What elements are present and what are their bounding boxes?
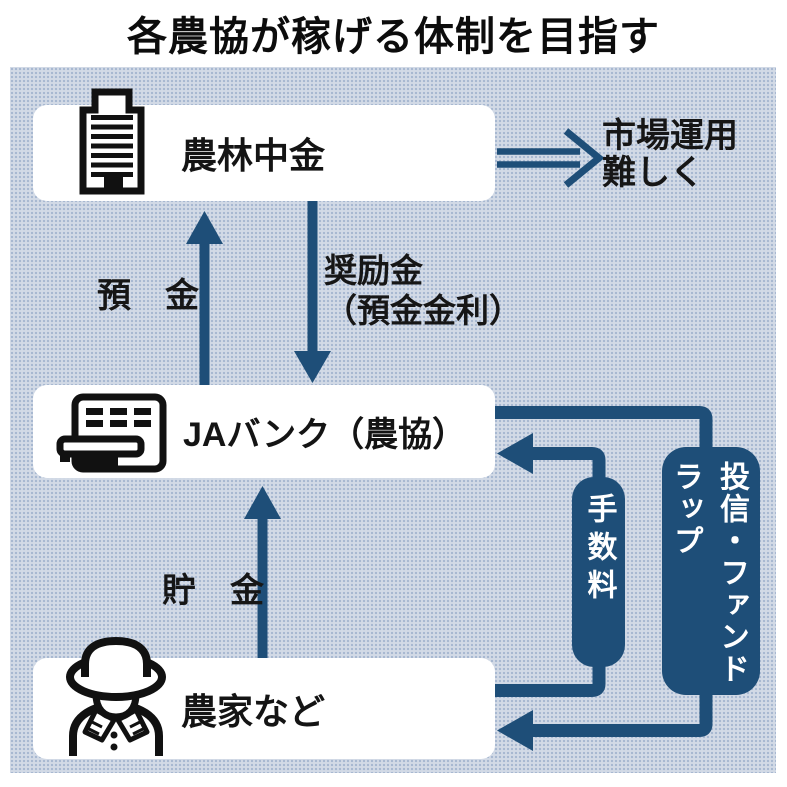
page-title: 各農協が稼げる体制を目指す (127, 15, 660, 59)
farmer-icon (66, 636, 166, 756)
deposit-label: 預 金 (97, 277, 199, 315)
deposit-arrow (186, 211, 223, 388)
fee-pill-label: 手数料 (582, 493, 616, 607)
fee-pill: 手数料 (572, 477, 625, 667)
norinchukin-label: 農林中金 (181, 135, 326, 176)
fund-wrap-pill: 投信・ファンド ラップ (662, 447, 760, 695)
incentive-arrow (294, 199, 331, 383)
market-note-arrow (497, 128, 605, 188)
savings-arrow (244, 486, 281, 660)
office-building-icon (79, 88, 145, 195)
fund-wrap-pill-label: 投信・ファンド ラップ (669, 461, 748, 685)
savings-label: 貯 金 (162, 572, 264, 610)
incentive-label: 奨励金 （預金金利） (324, 252, 522, 329)
ja-bank-label: JAバンク（農協） (183, 416, 467, 454)
farmers-label: 農家など (181, 690, 326, 732)
bank-counter-icon (56, 393, 167, 473)
market-note-label: 市場運用 難しく (602, 117, 738, 192)
